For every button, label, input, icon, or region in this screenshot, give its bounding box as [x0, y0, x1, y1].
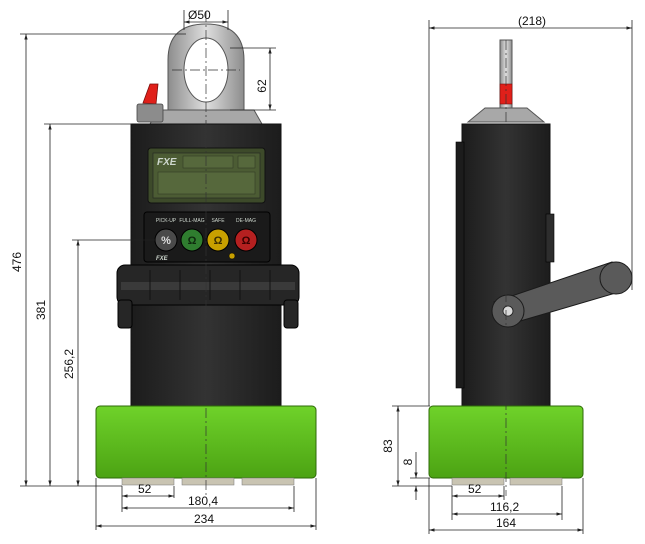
side-dimensions: (218) 83 8 52 116,2 164: [381, 14, 633, 534]
button-safe[interactable]: SAFE Ω: [206, 218, 230, 252]
button-symbol: Ω: [188, 235, 197, 247]
pole-shoe-right: [241, 477, 295, 486]
dim-eye-height: 62: [255, 79, 269, 93]
button-symbol: Ω: [242, 235, 251, 247]
button-label: PICK-UP: [156, 218, 177, 224]
pole-shoe-left: [121, 477, 175, 486]
dim-body-height: 381: [34, 300, 48, 320]
dim-base-width: 234: [194, 512, 214, 526]
dim-overall-height: 476: [10, 252, 24, 272]
dim-pole-span: 180,4: [188, 494, 218, 508]
dim-pole-height: 8: [401, 458, 415, 465]
button-de-mag[interactable]: DE-MAG Ω: [234, 218, 258, 252]
display-brand-logo: FXE: [157, 157, 177, 168]
dim-side-pole-span: 116,2: [490, 500, 519, 514]
display-panel: FXE: [147, 147, 266, 204]
button-label: SAFE: [211, 218, 225, 224]
button-full-mag[interactable]: FULL-MAG Ω: [179, 218, 205, 252]
dim-eye-diameter: Ø50: [188, 8, 211, 22]
front-view: FXE PICK-UP % FULL-MAG Ω SAFE Ω DE-MAG: [95, 12, 317, 496]
pivot-bar: [116, 264, 300, 329]
side-view: [428, 39, 633, 496]
control-panel: PICK-UP % FULL-MAG Ω SAFE Ω DE-MAG Ω FXE: [143, 211, 271, 263]
button-symbol: %: [161, 235, 171, 247]
panel-brand: FXE: [156, 256, 169, 262]
button-label: FULL-MAG: [179, 218, 204, 224]
dim-base-height: 83: [381, 439, 395, 453]
dim-overall-depth: (218): [518, 14, 546, 28]
dim-pole-width: 52: [138, 482, 152, 496]
side-lever: [491, 261, 633, 328]
dim-side-pole-width: 52: [468, 482, 482, 496]
status-led: [228, 252, 236, 260]
button-label: DE-MAG: [236, 218, 256, 224]
dim-control-height: 256,2: [62, 349, 76, 379]
dim-base-depth: 164: [496, 516, 516, 530]
release-handle: [136, 83, 164, 123]
front-dimensions: Ø50 62 476 381 256,2 52 180,4: [10, 8, 317, 530]
button-symbol: Ω: [214, 235, 223, 247]
button-pick-up[interactable]: PICK-UP %: [154, 218, 178, 252]
pole-shoe-middle: [181, 477, 235, 486]
side-pole-shoe-left: [451, 477, 505, 486]
side-pole-shoe-right: [509, 477, 563, 486]
